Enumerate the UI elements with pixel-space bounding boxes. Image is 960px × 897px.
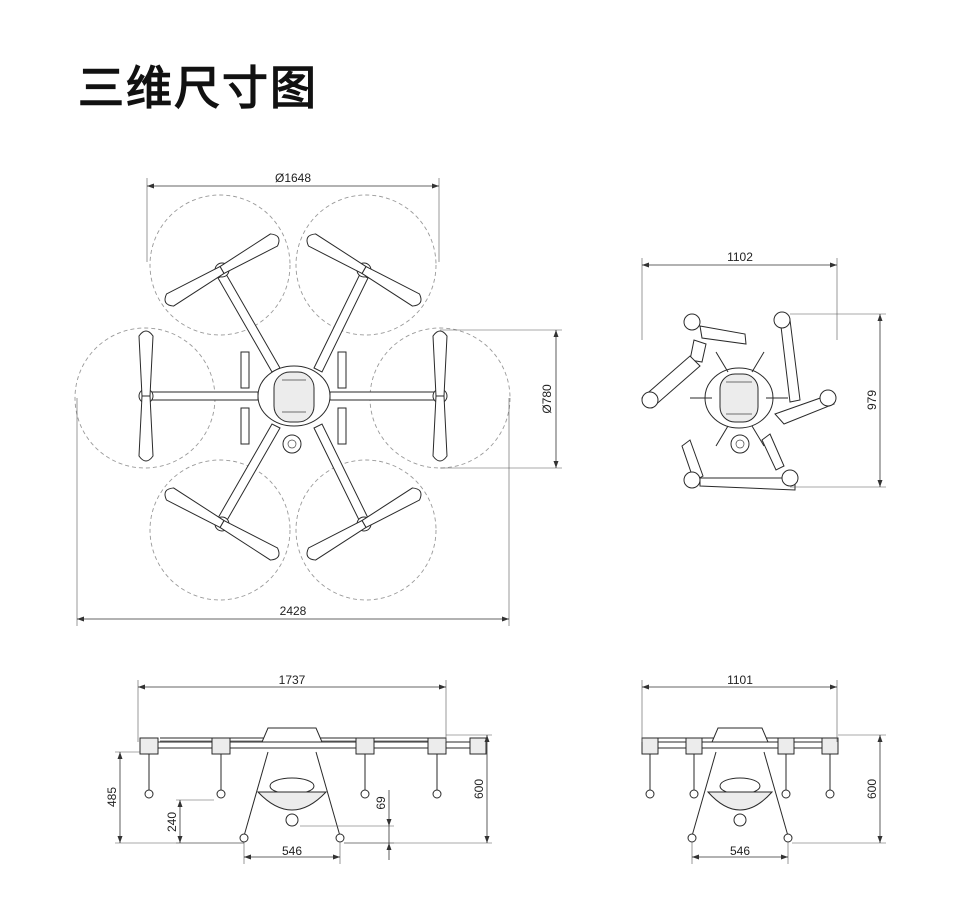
dim-label-side-height: 600: [865, 779, 879, 799]
dim-folded-width: 1102: [641, 250, 838, 340]
dim-front-width: 1737: [137, 673, 447, 742]
dim-side-width: 1101: [641, 673, 838, 742]
dim-rotor-diameter: Ø1648: [146, 171, 440, 262]
top-unfolded-view: Ø1648 Ø780 2428: [74, 171, 562, 626]
dim-label-front-skid-width: 546: [282, 844, 302, 858]
dim-label-side-skid-width: 546: [730, 844, 750, 858]
folded-arms: [641, 311, 837, 491]
dim-label-rotor-diameter: Ø1648: [275, 171, 311, 185]
dim-label-side-width: 1101: [727, 673, 753, 687]
dim-label-folded-width: 1102: [727, 250, 753, 264]
dim-front-skid-width: 546: [243, 842, 341, 864]
dim-front-height: 600: [344, 734, 492, 844]
folded-center-body: [690, 351, 788, 454]
dim-front-gap: 69: [300, 790, 394, 860]
front-drone-body: [139, 727, 487, 843]
dim-side-height: 600: [792, 734, 886, 844]
dim-label-front-arm-height: 485: [105, 787, 119, 807]
arms: [149, 273, 439, 523]
front-view: 1737 600 485 240: [105, 673, 492, 864]
dim-center-diameter: Ø780: [440, 329, 562, 469]
dim-side-skid-width: 546: [691, 842, 789, 864]
dim-label-folded-height: 979: [865, 390, 879, 410]
dim-folded-height: 979: [790, 313, 886, 488]
dim-label-center-diameter: Ø780: [540, 384, 554, 414]
side-drone-body: [641, 727, 839, 843]
dim-front-leg-height: 240: [165, 799, 244, 844]
dim-overall-width: 2428: [76, 398, 510, 626]
dim-label-front-height: 600: [472, 779, 486, 799]
dim-label-front-leg-height: 240: [165, 812, 179, 832]
center-body: [257, 365, 331, 454]
page-title: 三维尺寸图: [78, 61, 318, 115]
dim-label-overall-width: 2428: [280, 604, 307, 618]
dim-label-front-width: 1737: [279, 673, 306, 687]
dim-label-front-gap: 69: [374, 796, 388, 810]
top-folded-view: 1102 979: [641, 250, 886, 491]
side-view: 1101 600 546: [641, 673, 886, 864]
